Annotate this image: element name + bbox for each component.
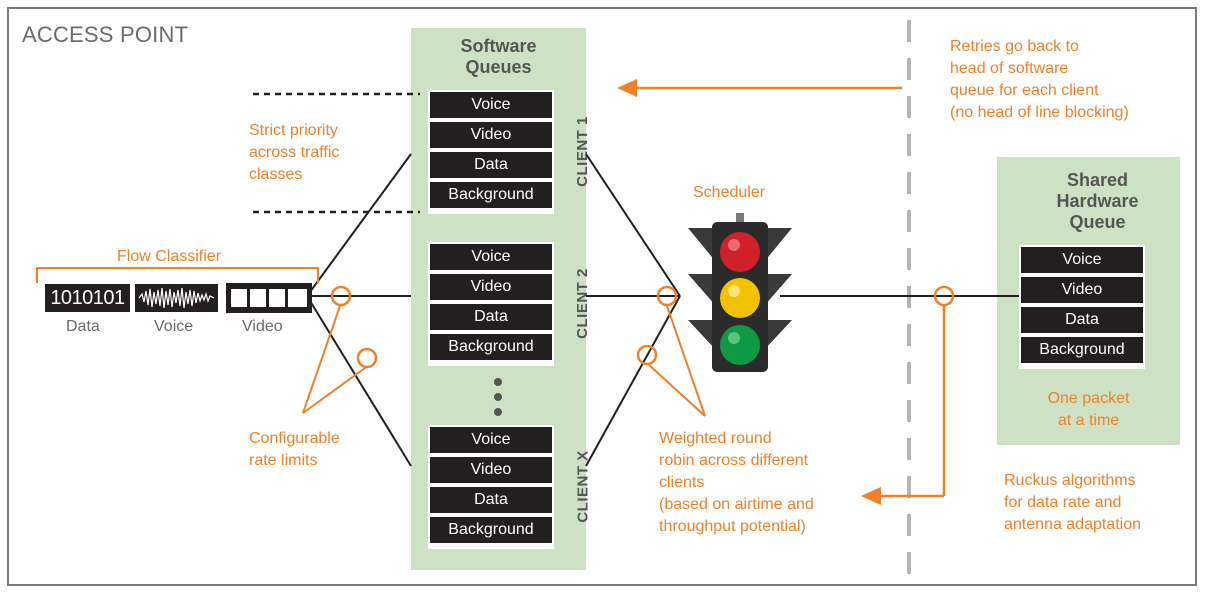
scheduler-label: Scheduler <box>693 184 766 201</box>
ruckus-note: Ruckus algorithms for data rate and ante… <box>1004 472 1142 533</box>
pointer-line <box>666 305 706 417</box>
data-caption: Data <box>66 318 100 335</box>
hardware-queue-note: One packet at a time <box>1047 390 1130 429</box>
queue-row-voice: Voice <box>430 427 552 453</box>
queue-row-voice: Voice <box>1021 247 1143 273</box>
queue-row-data: Data <box>430 487 552 513</box>
traffic-light-icon <box>688 213 792 372</box>
voice-caption: Voice <box>154 318 194 335</box>
queue-row-video: Video <box>430 457 552 483</box>
queue-row-voice: Voice <box>430 92 552 118</box>
ellipsis-dot <box>494 378 502 386</box>
voice-waveform-icon <box>135 284 218 312</box>
fan-line <box>585 295 681 467</box>
queue-row-data: Data <box>1021 307 1143 333</box>
diagram-title: ACCESS POINT <box>22 22 189 47</box>
client-1-queue: Voice Video Data Background <box>428 90 554 214</box>
pointer-line <box>302 305 341 414</box>
client-x-queue: Voice Video Data Background <box>428 425 554 549</box>
pointer-line <box>302 367 366 414</box>
round-robin-note: Weighted round robin across different cl… <box>659 430 814 535</box>
queue-row-data: Data <box>430 304 552 330</box>
data-bits-block: 1010101 <box>45 284 130 312</box>
video-caption: Video <box>242 318 283 335</box>
round-robin-circle <box>636 344 658 366</box>
ellipsis-dot <box>494 393 502 401</box>
rate-limits-note: Configurable rate limits <box>249 430 340 469</box>
fan-line <box>306 153 412 297</box>
queue-row-data: Data <box>430 152 552 178</box>
ellipsis-dot <box>494 408 502 416</box>
arrow-head-icon <box>617 79 637 97</box>
queue-row-video: Video <box>1021 277 1143 303</box>
retries-note: Retries go back to head of software queu… <box>950 38 1129 121</box>
queue-row-video: Video <box>430 122 552 148</box>
client-2-queue: Voice Video Data Background <box>428 242 554 366</box>
access-point-frame <box>7 7 1197 586</box>
queue-row-background: Background <box>1021 337 1143 363</box>
strict-priority-note: Strict priority across traffic classes <box>249 122 340 183</box>
round-robin-circle <box>656 285 678 307</box>
queue-row-video: Video <box>430 274 552 300</box>
flow-classifier-bracket <box>36 267 319 283</box>
queue-row-background: Background <box>430 334 552 360</box>
rate-limit-circle <box>330 285 352 307</box>
fan-line <box>585 153 681 297</box>
queue-row-background: Background <box>430 182 552 208</box>
video-filmstrip-icon <box>226 283 312 313</box>
arrow-head-icon <box>861 487 881 505</box>
software-queues-title: Software Queues <box>460 36 537 77</box>
queue-row-background: Background <box>430 517 552 543</box>
hardware-queue-title: Shared Hardware Queue <box>1056 170 1139 232</box>
hardware-queue: Voice Video Data Background <box>1019 245 1145 369</box>
flow-classifier-label: Flow Classifier <box>117 248 222 265</box>
pointer-line <box>648 364 706 417</box>
rate-limit-circle <box>356 347 378 369</box>
queue-row-voice: Voice <box>430 244 552 270</box>
fan-line <box>306 295 412 467</box>
